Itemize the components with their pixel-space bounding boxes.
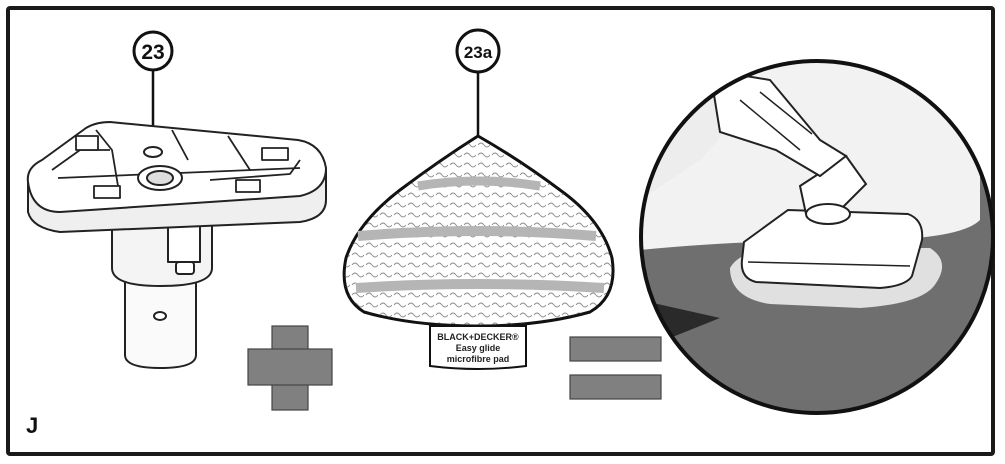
plus-sign — [248, 326, 332, 410]
panel-letter: J — [26, 413, 38, 439]
assembled-mop-in-use — [640, 60, 1000, 420]
svg-text:23: 23 — [141, 41, 164, 64]
equals-sign — [570, 337, 661, 399]
microfibre-pad: BLACK+DECKER® Easy glide microfibre pad — [344, 136, 613, 369]
pad-label-brand: BLACK+DECKER® — [437, 332, 519, 342]
svg-text:23a: 23a — [464, 43, 493, 62]
pad-label-line3: microfibre pad — [447, 354, 510, 364]
pad-label-line2: Easy glide — [456, 343, 501, 353]
